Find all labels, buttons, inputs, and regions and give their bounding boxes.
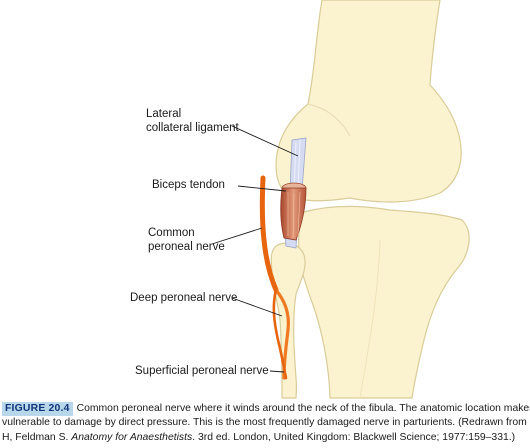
label-superficial-peroneal-nerve: Superficial peroneal nerve <box>135 365 269 377</box>
caption-text-1: Common peroneal nerve where it winds aro… <box>76 403 530 414</box>
label-line-2: peroneal nerve <box>148 241 225 253</box>
leader-superficial-peroneal-nerve <box>269 370 285 373</box>
femur-condyle-line <box>307 103 351 137</box>
leader-biceps-tendon <box>237 185 287 192</box>
label-common-peroneal-nerve: Common peroneal nerve <box>148 226 225 254</box>
common-peroneal-nerve <box>259 175 279 293</box>
caption-line-3: H, Feldman S. Anatomy for Anaesthetists.… <box>2 431 516 443</box>
figure-number: FIGURE 20.4 <box>2 402 73 417</box>
caption-line-2: vulnerable to damage by direct pressure.… <box>2 417 530 429</box>
ligament-fibers <box>293 139 301 191</box>
leader-deep-peroneal-nerve <box>231 297 283 317</box>
label-line-1: Lateral <box>146 108 182 120</box>
label-line-1: Common <box>148 227 195 239</box>
tibia-shading <box>359 239 381 399</box>
knee-anatomy-illustration <box>211 0 470 399</box>
label-line-2: collateral ligament <box>146 122 239 134</box>
superficial-peroneal-nerve <box>272 288 288 380</box>
leader-lateral-collateral-ligament <box>231 125 299 157</box>
label-lateral-collateral-ligament: Lateral collateral ligament <box>146 107 239 135</box>
femur-bone <box>275 0 462 203</box>
tibia-bone <box>298 205 470 399</box>
book-title: Anatomy for Anaesthetists <box>71 431 193 443</box>
biceps-tendon-fibers <box>287 191 301 239</box>
label-biceps-tendon: Biceps tendon <box>152 179 225 191</box>
label-deep-peroneal-nerve: Deep peroneal nerve <box>130 292 238 304</box>
leader-common-peroneal-nerve <box>211 227 263 245</box>
